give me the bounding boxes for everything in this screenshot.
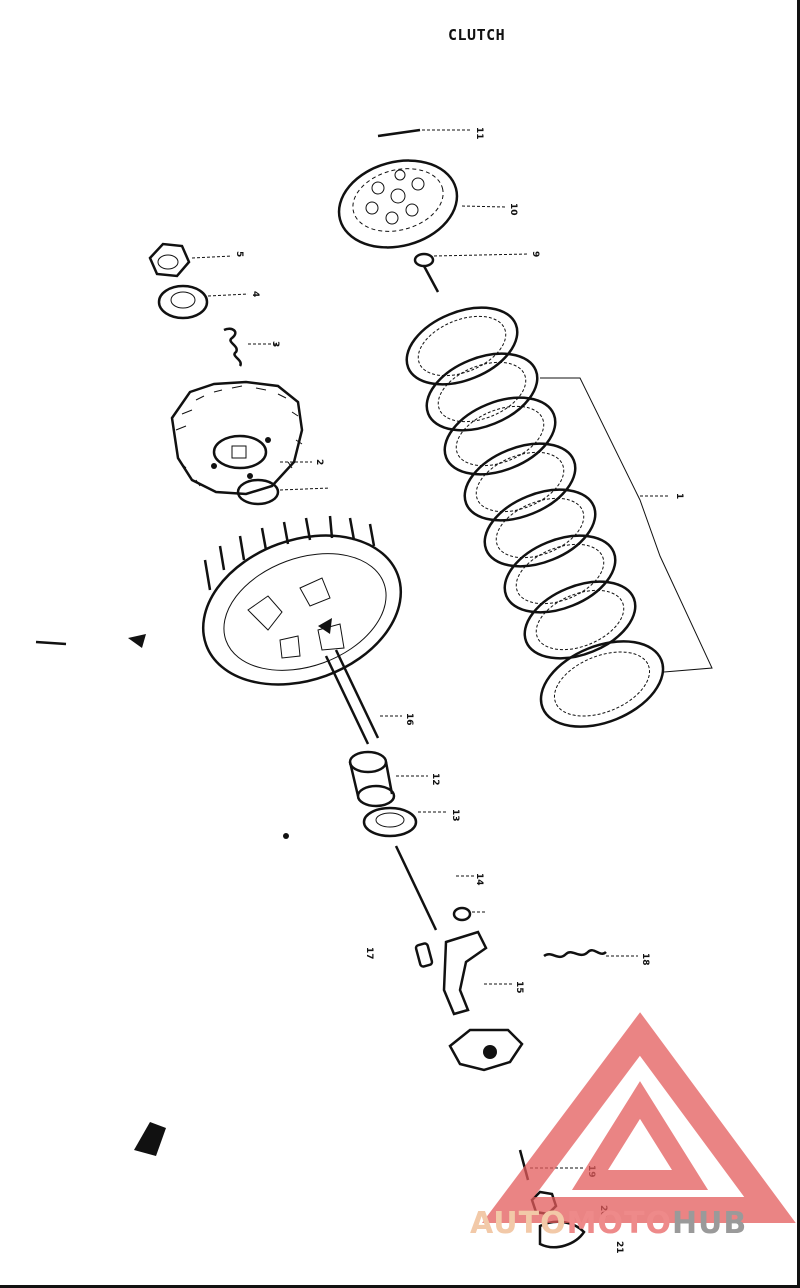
part-clutch-plates-1 [405, 306, 713, 728]
part-push-rod-14 [394, 845, 474, 931]
part-push-rod-16 [324, 649, 402, 745]
diagram-title: CLUTCH [448, 26, 506, 44]
callout-14: 14 [474, 873, 484, 886]
callout-1: 1 [674, 493, 684, 499]
part-washer-4 [157, 284, 249, 320]
callout-11: 11 [474, 127, 484, 140]
callout-21: 21 [614, 1241, 624, 1254]
callout-17: 17 [364, 947, 374, 960]
part-pin-9 [413, 252, 529, 293]
callout-10: 10 [508, 203, 518, 216]
part-spring-3 [223, 327, 278, 367]
callout-15: 15 [514, 981, 524, 994]
part-clutch-hub-2 [170, 380, 312, 496]
callout-18: 18 [640, 953, 650, 966]
frame-bottom-border [0, 1285, 800, 1288]
watermark-auto: AUTO [470, 1206, 567, 1241]
part-nut-5 [148, 242, 233, 278]
callout-12: 12 [430, 773, 440, 786]
frame-right-border [797, 0, 800, 1288]
callout-16: 16 [404, 713, 414, 726]
part-clutch-housing [201, 515, 403, 686]
watermark-logo [482, 1012, 796, 1223]
watermark-brand-text: AUTOMOTOHUB [470, 1206, 747, 1241]
callout-13: 13 [450, 809, 460, 822]
part-pressure-plate-10 [337, 159, 506, 249]
callout-3: 3 [270, 341, 280, 347]
callout-4: 4 [250, 291, 260, 297]
watermark-hub: HUB [671, 1206, 748, 1241]
scan-marks [35, 634, 289, 1156]
part-screw-11 [377, 128, 470, 138]
part-bushing-12 [348, 750, 428, 808]
part-washer-13 [362, 806, 448, 838]
callout-2: 2 [314, 459, 324, 465]
part-thrust-washer [236, 478, 331, 506]
callout-9: 9 [530, 251, 540, 257]
watermark-moto: MOTO [566, 1206, 672, 1241]
part-release-mechanism [414, 906, 638, 1072]
callout-5: 5 [234, 251, 244, 257]
